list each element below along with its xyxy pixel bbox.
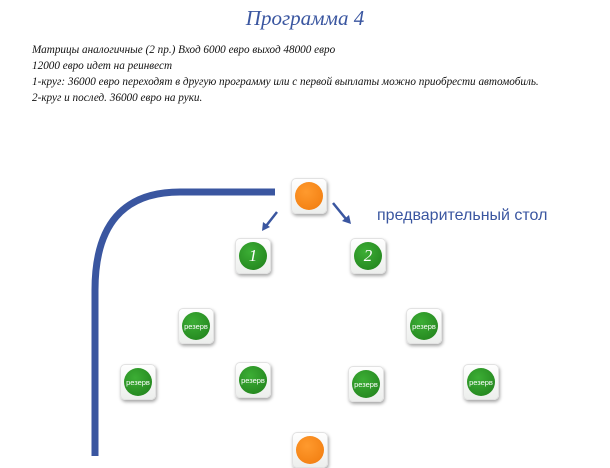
reserve-label: резерв <box>184 321 208 331</box>
reserve-node: резерв <box>348 366 384 402</box>
green-node-icon: 1 <box>239 242 267 270</box>
reserve-node: резерв <box>406 308 442 344</box>
reserve-node: резерв <box>120 364 156 400</box>
description-line: 12000 евро идет на реинвест <box>32 60 173 72</box>
description-line: 2-круг и послед. 36000 евро на руки. <box>32 92 203 104</box>
green-node-icon: резерв <box>239 366 267 394</box>
return-curve-connector <box>91 188 275 456</box>
arrow-to-first <box>262 211 278 231</box>
green-node-icon: резерв <box>182 312 210 340</box>
program-description: Матрицы аналогичные (2 пр.) Вход 6000 ев… <box>32 42 607 106</box>
bottom-node <box>292 432 328 468</box>
reserve-node: резерв <box>235 362 271 398</box>
page-title: Программа 4 <box>245 6 365 30</box>
reserve-label: резерв <box>469 377 493 387</box>
orange-node-icon <box>296 436 324 464</box>
preliminary-table-label: предварительный стол <box>377 207 548 224</box>
green-node-icon: 2 <box>354 242 382 270</box>
reserve-label: резерв <box>354 379 378 389</box>
description-line: Матрицы аналогичные (2 пр.) Вход 6000 ев… <box>32 44 336 56</box>
reserve-node: резерв <box>178 308 214 344</box>
arrow-to-second <box>332 202 351 224</box>
node-1: 1 <box>235 238 271 274</box>
reserve-label: резерв <box>126 377 150 387</box>
green-node-icon: резерв <box>352 370 380 398</box>
orange-node-icon <box>295 182 323 210</box>
reserve-label: резерв <box>241 375 265 385</box>
green-node-icon: резерв <box>467 368 495 396</box>
reserve-label: резерв <box>412 321 436 331</box>
connector-diagram <box>91 188 351 456</box>
description-line: 1-круг: 36000 евро переходят в другую пр… <box>32 76 539 88</box>
node-number: 2 <box>363 246 373 265</box>
green-node-icon: резерв <box>410 312 438 340</box>
node-2: 2 <box>350 238 386 274</box>
node-number: 1 <box>248 246 258 265</box>
reserve-node: резерв <box>463 364 499 400</box>
top-node <box>291 178 327 214</box>
green-node-icon: резерв <box>124 368 152 396</box>
